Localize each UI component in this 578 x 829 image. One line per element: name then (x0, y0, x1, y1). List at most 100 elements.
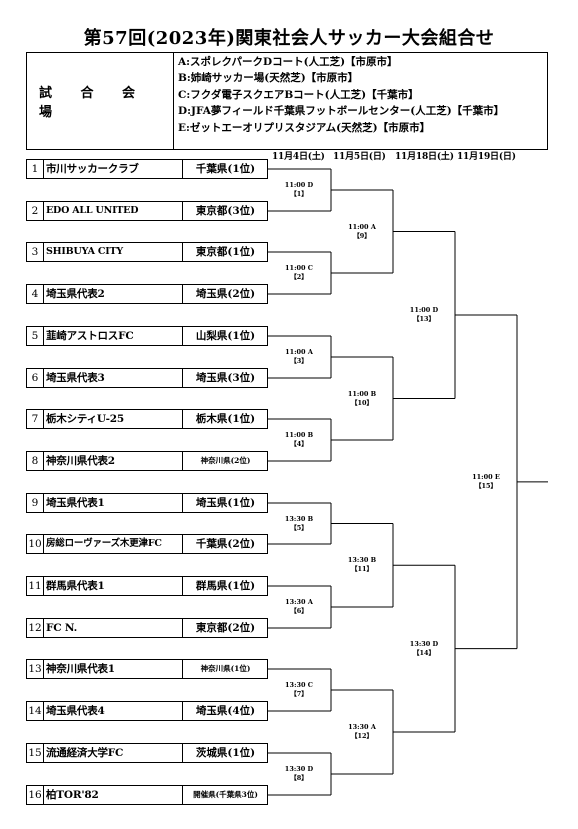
team-seed: 11 (27, 577, 44, 595)
team-name: EDO ALL UNITED (46, 205, 139, 216)
match-label: 13:30 B【5】 (276, 515, 322, 532)
match-time: 11:00 D (409, 306, 439, 314)
team-name: SHIBUYA CITY (46, 246, 123, 257)
match-label: 13:30 A【6】 (276, 598, 322, 615)
match-time: 11:00 A (348, 223, 376, 231)
match-number: 【10】 (350, 398, 374, 407)
venue-label: 試 合 会 場 (27, 53, 174, 149)
team-name: 神奈川県代表1 (46, 663, 115, 675)
match-number: 【6】 (290, 606, 308, 615)
match-label: 11:00 E【15】 (463, 473, 509, 490)
match-number: 【9】 (353, 231, 371, 240)
team-prefecture: 栃木県(1位) (182, 410, 268, 428)
date-round-3: 11月18日(土) (395, 152, 454, 162)
venue-b: B:姉崎サッカー場(天然芝)【市原市】 (178, 72, 359, 85)
team-seed: 12 (27, 619, 44, 637)
team-seed: 4 (27, 285, 44, 303)
match-label: 11:00 A【9】 (339, 223, 385, 240)
date-round-2: 11月5日(日) (333, 152, 386, 162)
team-prefecture: 山梨県(1位) (182, 327, 268, 345)
match-label: 11:00 B【4】 (276, 431, 322, 448)
venue-c: C:フクダ電子スクエアBコート(人工芝)【千葉市】 (178, 88, 419, 101)
match-time: 13:30 A (348, 723, 376, 731)
match-time: 13:30 D (284, 765, 314, 773)
team-name: FC N. (46, 622, 78, 634)
venue-e: E:ゼットエーオリプリスタジアム(天然芝)【市原市】 (178, 121, 431, 134)
match-label: 11:00 D【13】 (401, 306, 447, 323)
match-time: 13:30 B (347, 556, 377, 564)
match-label: 11:00 D【1】 (276, 181, 322, 198)
team-prefecture: 茨城県(1位) (182, 744, 268, 762)
team-name: 埼玉県代表4 (46, 705, 105, 717)
team-seed: 2 (27, 202, 44, 220)
match-number: 【8】 (290, 773, 308, 782)
team-name: 栃木シティU-25 (46, 413, 125, 425)
match-label: 13:30 D【8】 (276, 765, 322, 782)
venue-table: 試 合 会 場 A:スポレクパークDコート(人工芝)【市原市】 B:姉崎サッカー… (26, 52, 548, 150)
date-round-4: 11月19日(日) (457, 152, 516, 162)
team-seed: 14 (27, 702, 44, 720)
match-time: 11:00 E (472, 473, 500, 481)
match-time: 11:00 C (285, 264, 313, 272)
page-title: 第57回(2023年)関東社会人サッカー大会組合せ (83, 28, 495, 49)
team-prefecture: 神奈川県(2位) (182, 452, 268, 470)
team-seed: 5 (27, 327, 44, 345)
match-time: 11:00 D (284, 181, 314, 189)
team-seed: 1 (27, 160, 44, 178)
match-label: 13:30 D【14】 (401, 640, 447, 657)
match-label: 13:30 A【12】 (339, 723, 385, 740)
match-time: 13:30 C (285, 681, 313, 689)
match-time: 13:30 B (284, 515, 314, 523)
match-number: 【5】 (290, 523, 308, 532)
team-seed: 10 (27, 535, 44, 553)
team-name: 神奈川県代表2 (46, 455, 115, 467)
team-name: 流通経済大学FC (46, 747, 124, 759)
match-label: 13:30 C【7】 (276, 681, 322, 698)
team-seed: 7 (27, 410, 44, 428)
venue-list: A:スポレクパークDコート(人工芝)【市原市】 B:姉崎サッカー場(天然芝)【市… (178, 54, 546, 136)
match-label: 11:00 A【3】 (276, 348, 322, 365)
team-name: 房総ローヴァーズ木更津FC (46, 538, 162, 549)
team-prefecture: 千葉県(2位) (182, 535, 268, 553)
match-time: 13:30 D (409, 640, 439, 648)
match-number: 【14】 (412, 648, 436, 657)
team-name: 市川サッカークラブ (46, 163, 139, 175)
team-name: 柏TOR'82 (46, 789, 99, 801)
team-seed: 8 (27, 452, 44, 470)
team-prefecture: 千葉県(1位) (182, 160, 268, 178)
team-prefecture: 東京都(2位) (182, 619, 268, 637)
match-time: 11:00 B (284, 431, 314, 439)
venue-a: A:スポレクパークDコート(人工芝)【市原市】 (178, 56, 398, 68)
match-number: 【4】 (290, 439, 308, 448)
team-prefecture: 埼玉県(4位) (182, 702, 268, 720)
team-prefecture: 神奈川県(1位) (182, 660, 268, 678)
match-number: 【11】 (350, 564, 374, 573)
match-label: 11:00 C【2】 (276, 264, 322, 281)
team-prefecture: 埼玉県(3位) (182, 369, 268, 387)
team-seed: 9 (27, 494, 44, 512)
team-name: 埼玉県代表3 (46, 372, 105, 384)
team-prefecture: 東京都(1位) (182, 243, 268, 261)
match-number: 【15】 (474, 481, 498, 490)
match-time: 11:00 B (347, 390, 377, 398)
team-seed: 6 (27, 369, 44, 387)
match-time: 13:30 A (285, 598, 313, 606)
match-number: 【3】 (290, 356, 308, 365)
match-number: 【2】 (290, 272, 308, 281)
team-name: 群馬県代表1 (46, 580, 105, 592)
match-number: 【1】 (290, 189, 308, 198)
